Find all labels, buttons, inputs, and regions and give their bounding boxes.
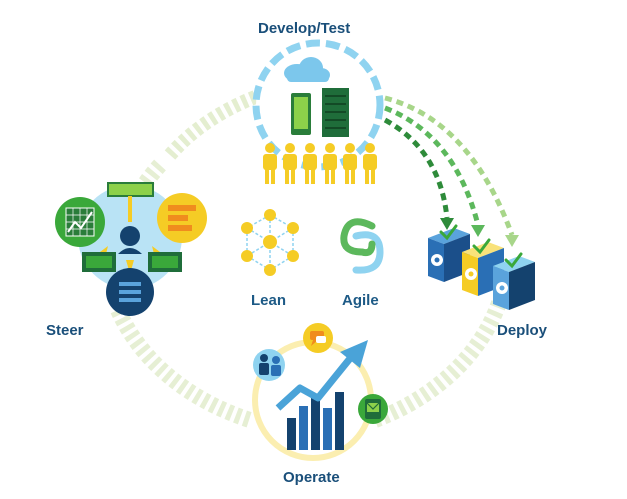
mail-phone-icon bbox=[358, 394, 388, 424]
people-group-icon bbox=[263, 143, 377, 184]
list-icon bbox=[106, 268, 154, 316]
interlocking-loops-icon bbox=[340, 218, 384, 274]
deploy-arrows bbox=[383, 95, 515, 236]
deploy-label: Deploy bbox=[497, 322, 548, 339]
cloud-icon bbox=[284, 57, 330, 82]
chart-board-icon bbox=[55, 197, 105, 247]
trend-arrow-icon bbox=[275, 340, 368, 411]
people-icon bbox=[253, 349, 285, 381]
org-chart-icon bbox=[107, 182, 154, 222]
person-hub-icon bbox=[118, 226, 142, 254]
lean-label: Lean bbox=[251, 292, 287, 309]
agile-label: Agile bbox=[342, 292, 379, 309]
arrow-heads bbox=[440, 218, 519, 247]
flag-icon bbox=[157, 193, 207, 243]
operate-group bbox=[252, 323, 388, 461]
steer-group bbox=[55, 182, 207, 316]
server-rack-icon bbox=[322, 88, 349, 137]
operate-label: Operate bbox=[283, 469, 340, 486]
bar-chart-icon bbox=[287, 392, 344, 450]
chat-icon bbox=[303, 323, 333, 353]
develop-test-group bbox=[252, 39, 384, 184]
checkmark-icon bbox=[439, 224, 523, 269]
steer-label: Steer bbox=[46, 322, 84, 339]
package-boxes-icon bbox=[428, 224, 535, 310]
develop-test-label: Develop/Test bbox=[258, 20, 351, 37]
network-hexagon-icon bbox=[241, 209, 299, 276]
mobile-device-icon bbox=[291, 93, 311, 135]
